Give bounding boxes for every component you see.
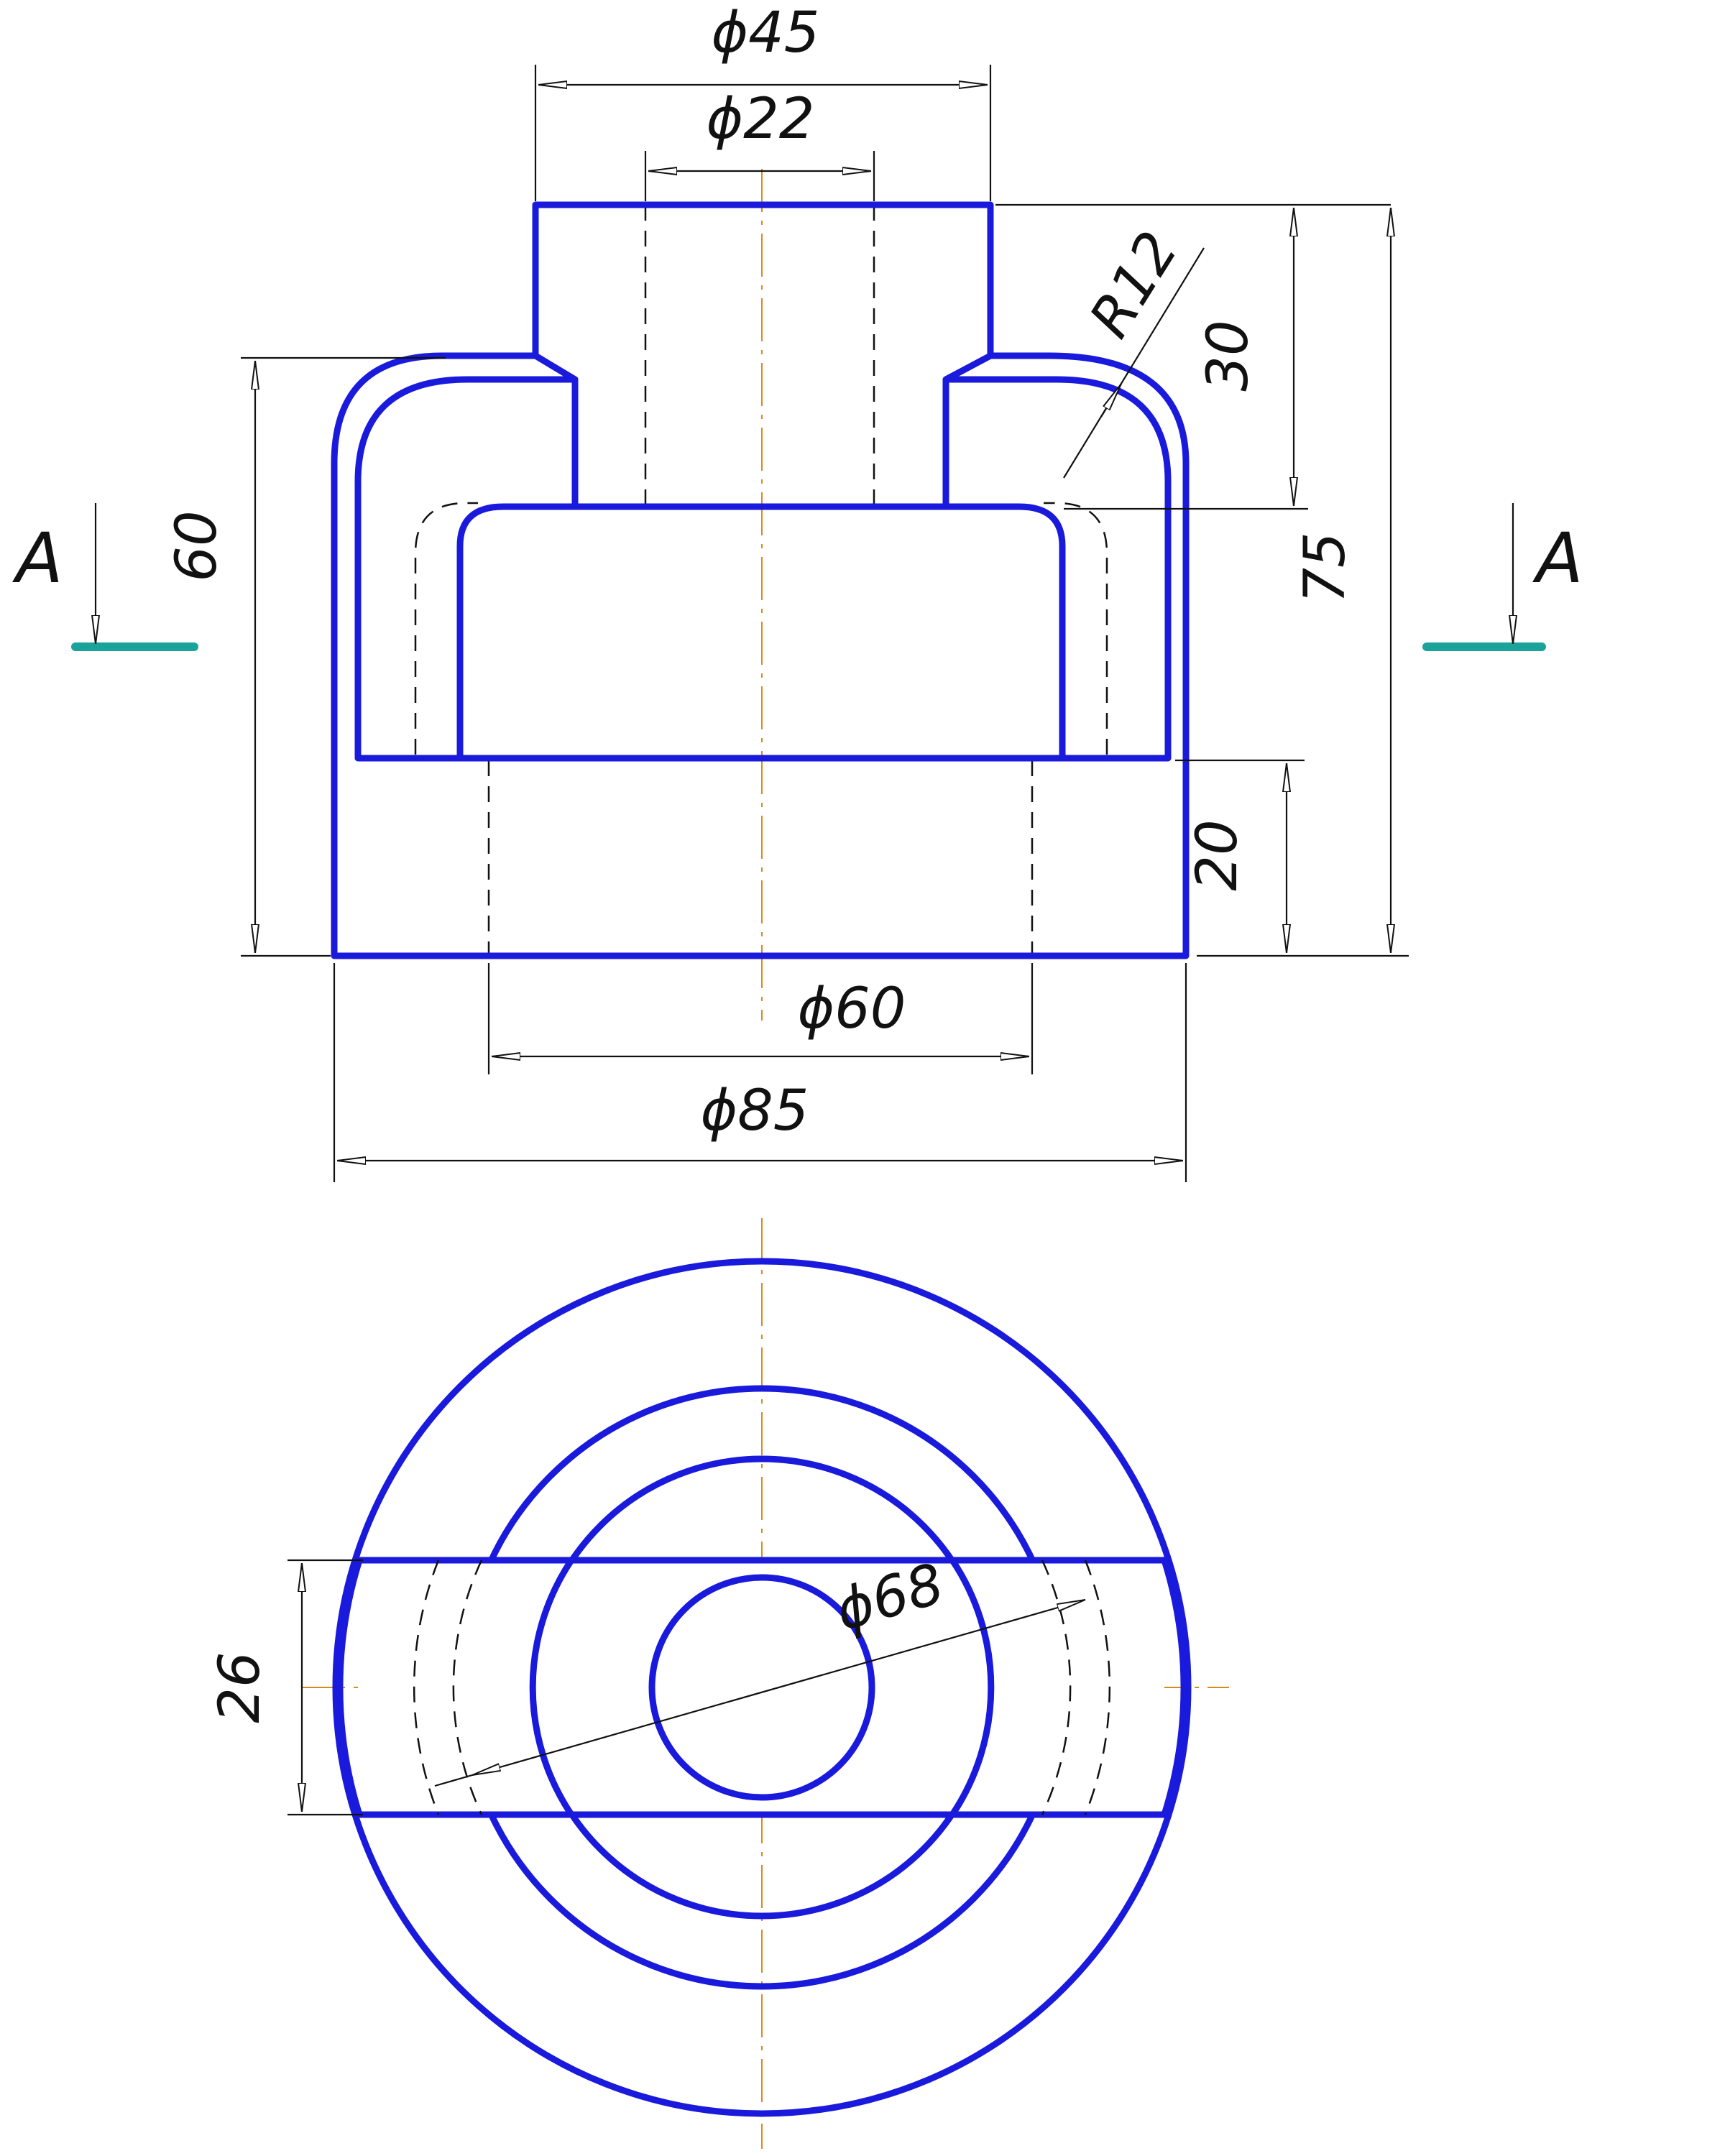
dim-body-height: 60 xyxy=(165,510,229,581)
hidden-arc-left-inner xyxy=(452,1560,483,1815)
section-marker-left: A xyxy=(12,503,198,651)
top-view: 26 ϕ68 xyxy=(208,1218,1229,2149)
hidden-cavity-right xyxy=(1044,502,1108,755)
dim-outer-top-diameter: ϕ45 xyxy=(712,1,820,65)
dim-total-height: 75 xyxy=(1293,532,1358,603)
hidden-cavity-left xyxy=(414,502,478,755)
section-label-right: A xyxy=(1532,518,1583,599)
dim-slot-width: 26 xyxy=(208,1651,272,1723)
dim-neck-height: 30 xyxy=(1196,320,1261,391)
dim-inner-top-diameter: ϕ22 xyxy=(707,87,815,152)
dim-base-outer-diameter: ϕ85 xyxy=(701,1079,809,1143)
front-view: ϕ45 ϕ22 R12 30 75 20 60 ϕ60 xyxy=(165,1,1409,1182)
dim-line-cavity-diameter xyxy=(472,1598,1085,1777)
dim-radius: R12 xyxy=(1077,221,1191,349)
slot-mask xyxy=(359,1560,1164,1815)
dim-base-height: 20 xyxy=(1185,819,1250,890)
top-outer-circle xyxy=(332,1258,1192,2117)
front-cavity-outline xyxy=(456,503,1066,762)
section-marker-right: A xyxy=(1422,503,1583,651)
section-label-left: A xyxy=(12,518,63,599)
front-inner-outline xyxy=(354,352,1172,762)
front-outer-outline xyxy=(331,201,1190,959)
dim-base-bore-diameter: ϕ60 xyxy=(798,977,906,1041)
dim-line-radius xyxy=(1063,247,1205,479)
hidden-arc-right-outer xyxy=(1084,1560,1111,1815)
hidden-arc-left-outer xyxy=(413,1560,440,1815)
